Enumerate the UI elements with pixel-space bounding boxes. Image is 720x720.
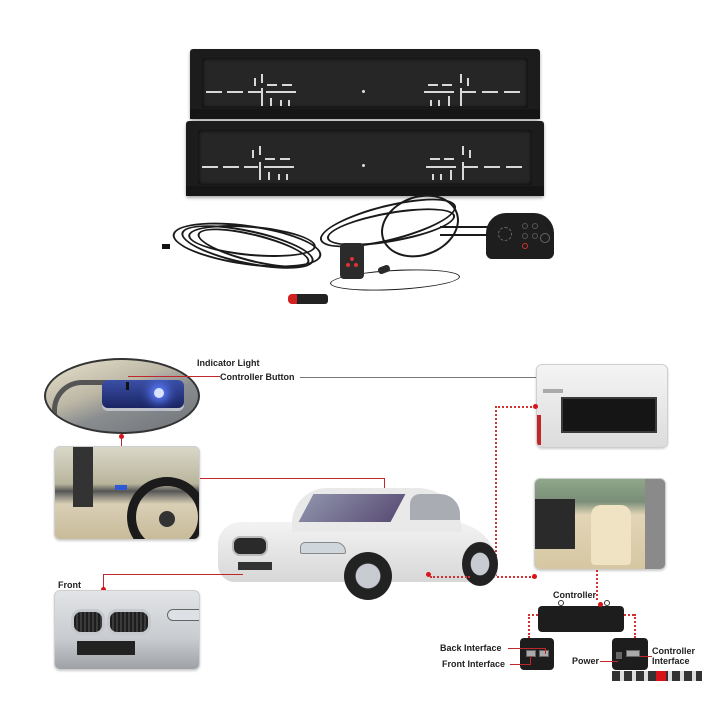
indicator-device	[102, 380, 184, 408]
label-controller-button: Controller Button	[220, 372, 295, 382]
seat	[591, 505, 631, 565]
label-front: Front	[58, 580, 81, 590]
kidney-grille-right	[107, 609, 151, 635]
product-photo	[0, 0, 720, 320]
license-plate-frame-bottom	[186, 121, 544, 196]
license-plate-frame-top	[190, 49, 540, 119]
label-controller: Controller	[553, 590, 597, 600]
label-controller-interface-line2: Interface	[652, 656, 690, 666]
label-controller-interface: Controller Interface	[652, 646, 695, 666]
power-port	[616, 652, 622, 659]
label-controller-interface-line1: Controller	[652, 646, 696, 656]
kidney-grille-left	[71, 609, 105, 635]
installation-diagram: Indicator Light Controller Button	[0, 330, 720, 720]
front-seat-interior-photo	[534, 478, 666, 570]
rear-plate-closeup-photo	[536, 364, 668, 448]
back-front-interface-module	[520, 638, 554, 670]
front-plate-display	[77, 641, 135, 655]
label-power: Power	[572, 656, 600, 666]
controller-interface-port	[626, 650, 640, 657]
label-indicator-light: Indicator Light	[197, 358, 260, 368]
front-plate	[238, 562, 272, 570]
cigarette-lighter-plug	[288, 294, 328, 304]
white-sedan-photo	[214, 478, 504, 608]
controller-module	[538, 606, 624, 632]
back-interface-port	[539, 650, 549, 657]
remote-control	[340, 243, 364, 279]
label-front-interface: Front Interface	[442, 659, 506, 669]
dashboard-interior-photo	[54, 446, 200, 540]
power-controller-interface-module	[612, 638, 648, 670]
rear-plate-display	[561, 397, 657, 433]
grille	[232, 536, 268, 556]
windshield	[298, 494, 406, 522]
indicator-closeup-photo	[44, 358, 200, 434]
controller-box	[486, 213, 554, 259]
indicator-light-glow	[154, 388, 164, 398]
front-bumper-closeup-photo	[54, 590, 200, 670]
label-back-interface: Back Interface	[440, 643, 502, 653]
front-interface-port	[526, 650, 536, 657]
steering-wheel	[127, 477, 199, 539]
